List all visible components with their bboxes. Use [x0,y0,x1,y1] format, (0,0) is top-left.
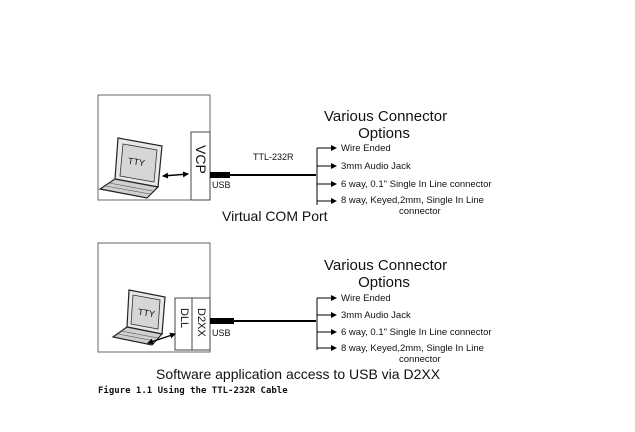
option-8-way-1: 8 way, Keyed,2mm, Single In Line [341,195,484,206]
option-8-way-1-continued: connector [399,206,441,217]
option-8-way-2-continued: connector [399,354,441,365]
d2xx-label: D2XX [195,308,207,337]
figure-caption: Figure 1.1 Using the TTL-232R Cable [98,386,288,396]
caption-d2xx-access: Software application access to USB via D… [156,366,441,382]
laptop-label-2: TTY [137,306,156,320]
option-6-way-2: 6 way, 0.1" Single In Line connector [341,327,492,338]
heading-line-1: Various Connector [324,108,448,125]
usb-plug-1 [210,172,230,178]
usb-label-2: USB [212,328,231,338]
heading-line-2: Options [358,274,410,291]
heading-line-2: Options [358,125,410,142]
option-8-way-2: 8 way, Keyed,2mm, Single In Line [341,343,484,354]
option-audio-jack-2: 3mm Audio Jack [341,310,411,321]
connector-options-heading-1: Various Connector Options [324,108,448,142]
option-audio-jack-1: 3mm Audio Jack [341,161,411,172]
heading-line-1: Various Connector [324,257,448,274]
laptop-vcp-link-1 [162,171,189,179]
caption-virtual-com-port: Virtual COM Port [222,208,328,224]
usb-label-1: USB [212,180,231,190]
vcp-label: VCP [193,145,209,174]
laptop-icon-1 [98,137,163,199]
option-6-way-1: 6 way, 0.1" Single In Line connector [341,179,492,190]
option-wire-ended-1: Wire Ended [341,143,391,154]
laptop-dll-link-2 [147,332,176,345]
connector-options-heading-2: Various Connector Options [324,257,448,291]
cable-label: TTL-232R [253,152,294,162]
option-wire-ended-2: Wire Ended [341,293,391,304]
usb-plug-2 [210,318,234,324]
laptop-icon-2 [111,289,166,346]
vcp-driver-box [190,131,211,201]
laptop-label-1: TTY [127,155,146,169]
dll-label: DLL [178,308,190,329]
